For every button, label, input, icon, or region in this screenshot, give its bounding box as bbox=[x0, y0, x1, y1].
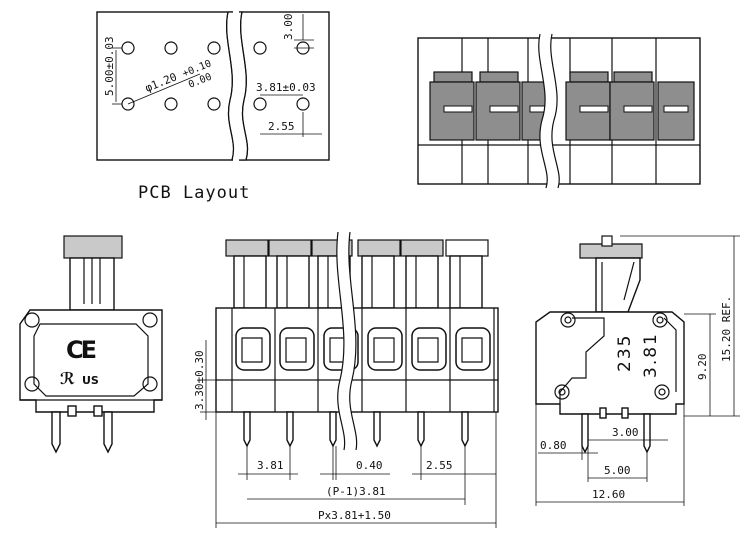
top-view-levers bbox=[429, 71, 695, 141]
pcb-pitch-y-dim: 3.00 bbox=[282, 14, 295, 41]
front-span-inner-dim: (P-1)3.81 bbox=[326, 485, 386, 498]
pcb-layout-view: 5.00±0.03 φ1.20 +0.10 0.00 3.00 3.81±0.0… bbox=[96, 10, 330, 203]
right-side-view: 235 3.81 15.20 REF. 9.20 0.80 3.00 5.00 … bbox=[535, 235, 740, 506]
front-break bbox=[336, 232, 357, 450]
front-offset-dim: 2.55 bbox=[426, 459, 453, 472]
right-width-dim: 12.60 bbox=[592, 488, 625, 501]
left-pins bbox=[51, 405, 113, 454]
top-view bbox=[417, 33, 701, 189]
top-view-break bbox=[538, 34, 560, 188]
front-pin-dim: 0.40 bbox=[356, 459, 383, 472]
front-wire-entries bbox=[235, 327, 491, 371]
front-lever-stems bbox=[233, 255, 483, 309]
ul-logo-icon: ℛ bbox=[60, 369, 75, 388]
right-body-height-dim: 9.20 bbox=[696, 354, 709, 381]
front-pins bbox=[243, 411, 469, 448]
right-pins bbox=[581, 407, 651, 454]
front-lever-caps bbox=[225, 239, 489, 257]
front-dividers bbox=[231, 308, 495, 412]
right-housing bbox=[535, 311, 685, 415]
marking-381: 3.81 bbox=[641, 332, 661, 378]
pcb-board-outline bbox=[96, 11, 330, 161]
right-pin-gap-dim: 5.00 bbox=[604, 464, 631, 477]
pcb-layout-title: PCB Layout bbox=[138, 183, 250, 203]
right-lever-cap bbox=[579, 243, 643, 259]
pcb-pitch-x-dim: 3.81±0.03 bbox=[256, 81, 316, 94]
front-height-dim: 3.30±0.30 bbox=[193, 350, 206, 410]
ul-mark-us: US bbox=[82, 374, 99, 387]
pcb-offset-dim: 2.55 bbox=[268, 120, 295, 133]
front-pitch-dim: 3.81 bbox=[257, 459, 284, 472]
left-side-view: CE ℛ US bbox=[19, 235, 163, 454]
left-lever-cap bbox=[63, 235, 123, 259]
ce-mark: CE bbox=[66, 336, 96, 364]
right-pin-w-dim: 0.80 bbox=[540, 439, 567, 452]
front-view: 3.30±0.30 3.81 0.40 2.55 (P-1)3.81 Px3.8… bbox=[193, 231, 499, 528]
pcb-row-dim: 5.00±0.03 bbox=[103, 36, 116, 96]
marking-235: 235 bbox=[615, 334, 635, 372]
front-housing bbox=[215, 307, 499, 413]
right-total-height-dim: 15.20 REF. bbox=[720, 296, 733, 362]
front-span-outer-dim: Px3.81+1.50 bbox=[318, 509, 391, 522]
right-pin-x-dim: 3.00 bbox=[612, 426, 639, 439]
